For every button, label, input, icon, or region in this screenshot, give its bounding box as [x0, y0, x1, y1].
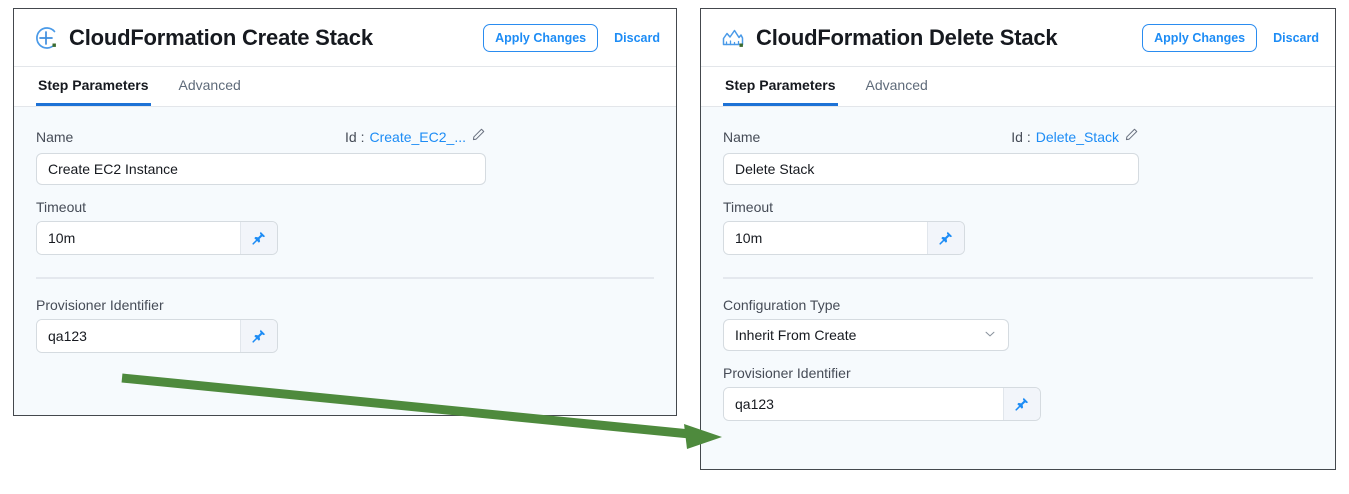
timeout-label: Timeout	[723, 199, 774, 215]
panel-body-delete: Name Id : Delete_Stack Delete Stack Time…	[701, 107, 1335, 421]
discard-button[interactable]: Discard	[614, 30, 660, 45]
step-id-block: Id : Delete_Stack	[1011, 127, 1139, 147]
pin-icon[interactable]	[1003, 388, 1040, 420]
timeout-label: Timeout	[36, 199, 87, 215]
tab-bar-create: Step Parameters Advanced	[14, 67, 676, 107]
panel-header-delete: CloudFormation Delete Stack Apply Change…	[701, 9, 1335, 67]
step-id-block: Id : Create_EC2_...	[345, 127, 486, 147]
id-prefix-label: Id :	[1011, 129, 1031, 145]
cloudformation-delete-stack-icon	[719, 24, 747, 52]
name-label: Name	[36, 129, 74, 145]
name-input[interactable]: Delete Stack	[723, 153, 1139, 185]
edit-pencil-icon[interactable]	[1124, 127, 1139, 147]
tab-step-parameters[interactable]: Step Parameters	[723, 67, 838, 106]
spacer	[723, 185, 1313, 199]
apply-changes-button[interactable]: Apply Changes	[1142, 23, 1258, 52]
chevron-down-icon	[983, 327, 997, 344]
section-divider	[36, 277, 654, 279]
tab-step-parameters[interactable]: Step Parameters	[36, 67, 151, 106]
cloudformation-create-stack-panel: CloudFormation Create Stack Apply Change…	[13, 8, 677, 416]
tab-advanced[interactable]: Advanced	[865, 77, 928, 93]
edit-pencil-icon[interactable]	[471, 127, 486, 147]
cloudformation-delete-stack-panel: CloudFormation Delete Stack Apply Change…	[700, 8, 1336, 470]
apply-changes-button[interactable]: Apply Changes	[483, 23, 599, 52]
name-label-row: Name Id : Create_EC2_...	[36, 127, 486, 147]
panel-body-create: Name Id : Create_EC2_... Create EC2 Inst…	[14, 107, 676, 353]
pin-icon[interactable]	[927, 222, 964, 254]
name-label: Name	[723, 129, 761, 145]
step-id-value[interactable]: Delete_Stack	[1035, 129, 1119, 145]
id-prefix-label: Id :	[345, 129, 365, 145]
provisioner-identifier-input-group: qa123	[723, 387, 1041, 421]
provisioner-identifier-label: Provisioner Identifier	[723, 365, 851, 381]
cloudformation-create-stack-icon	[32, 24, 60, 52]
timeout-input[interactable]: 10m	[724, 222, 927, 254]
provisioner-identifier-input[interactable]: qa123	[724, 388, 1003, 420]
tab-advanced[interactable]: Advanced	[178, 77, 241, 93]
timeout-input-group: 10m	[723, 221, 965, 255]
provisioner-identifier-input-group: qa123	[36, 319, 278, 353]
header-actions: Apply Changes Discard	[1142, 23, 1319, 52]
provisioner-identifier-label: Provisioner Identifier	[36, 297, 164, 313]
spacer	[723, 351, 1313, 365]
panel-header-create: CloudFormation Create Stack Apply Change…	[14, 9, 676, 67]
name-label-row: Name Id : Delete_Stack	[723, 127, 1139, 147]
page-title: CloudFormation Delete Stack	[756, 24, 1058, 50]
spacer	[36, 185, 654, 199]
section-divider	[723, 277, 1313, 279]
tab-bar-delete: Step Parameters Advanced	[701, 67, 1335, 107]
discard-button[interactable]: Discard	[1273, 30, 1319, 45]
provisioner-identifier-input[interactable]: qa123	[37, 320, 240, 352]
step-id-value[interactable]: Create_EC2_...	[369, 129, 467, 145]
configuration-type-value: Inherit From Create	[735, 327, 857, 343]
name-input[interactable]: Create EC2 Instance	[36, 153, 486, 185]
page-title: CloudFormation Create Stack	[69, 24, 373, 50]
pin-icon[interactable]	[240, 320, 277, 352]
timeout-input-group: 10m	[36, 221, 278, 255]
configuration-type-label: Configuration Type	[723, 297, 841, 313]
header-actions: Apply Changes Discard	[483, 23, 660, 52]
timeout-input[interactable]: 10m	[37, 222, 240, 254]
configuration-type-select[interactable]: Inherit From Create	[723, 319, 1009, 351]
pin-icon[interactable]	[240, 222, 277, 254]
